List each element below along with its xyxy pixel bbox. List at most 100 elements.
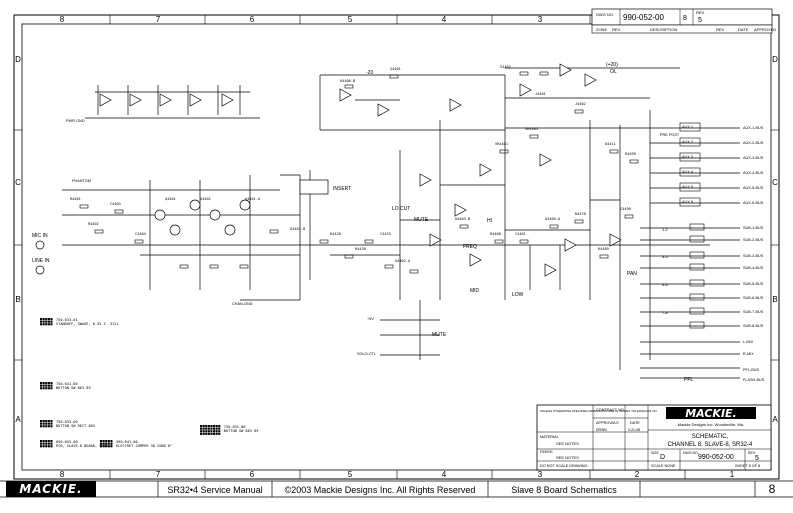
label-pfl-bus: PFL-BUS	[743, 368, 760, 372]
note-grid-cell	[47, 387, 50, 390]
rev-val: 5	[698, 17, 702, 24]
opamp-symbol	[564, 238, 577, 252]
note-grid-cell	[42, 420, 45, 423]
label-pwr-gnd: PWR-GND	[66, 119, 85, 123]
note-grid-cell	[110, 442, 113, 445]
resistor-symbol	[409, 269, 419, 274]
note-grid-cell	[202, 425, 205, 428]
aux-input-a5: AUX 5	[682, 185, 693, 189]
resistor-symbol	[519, 71, 529, 76]
note-grid-cell	[218, 425, 221, 428]
part-note-pn: 750-033-00	[56, 420, 78, 424]
zone-row-right-C: C	[772, 178, 778, 187]
note-grid-cell	[40, 442, 43, 445]
resistor-symbol	[79, 204, 89, 209]
note-grid-cell	[200, 425, 203, 428]
insert-jack	[299, 179, 329, 195]
note-grid-cell	[42, 382, 45, 385]
note-grid-cell	[45, 422, 48, 425]
note-grid-cell	[45, 425, 48, 428]
note-grid-cell	[42, 440, 45, 443]
note-grid-cell	[215, 425, 218, 428]
component-tag: U4403-B	[455, 217, 470, 221]
component-tag: C4403	[110, 202, 121, 206]
opamp-symbols	[99, 63, 622, 277]
tb-size-val: D	[660, 454, 665, 461]
note-grid-cell	[200, 427, 203, 430]
component-tag: Q4402	[200, 197, 211, 201]
note-grid-cell	[200, 432, 203, 435]
note-grid-cell	[207, 427, 210, 430]
component-tag: J4402	[575, 102, 586, 106]
note-grid-cell	[218, 427, 221, 430]
sheet-inner-border	[21, 23, 772, 471]
resistor-symbol	[179, 264, 189, 269]
part-note-pn: 050-053-00	[56, 440, 78, 444]
note-grid-cell	[200, 430, 203, 433]
component-tag: Q4401	[165, 197, 176, 201]
note-grid-cell	[40, 318, 43, 321]
note-grid-cell	[100, 440, 103, 443]
note-grid-cell	[50, 318, 53, 321]
note-grid-cell	[45, 382, 48, 385]
resistor-symbol	[319, 239, 329, 244]
tb-title-1: SCHEMATIC,	[692, 434, 729, 440]
zone-row-right-A: A	[772, 415, 778, 424]
resistor-symbol	[539, 71, 549, 76]
component-tag: R4402	[88, 222, 99, 226]
label-ol-val: (+20)	[606, 62, 618, 68]
note-grid-cell	[47, 318, 50, 321]
aux-input-a6: AUX 6	[682, 200, 693, 204]
component-tag: R4420	[330, 232, 341, 236]
line-in-jack	[35, 265, 45, 275]
aux-output-a1: AUX-1-BUS	[743, 126, 764, 130]
note-grid-cell	[110, 445, 113, 448]
rev-dwg-label: DWG NO.	[596, 12, 614, 17]
note-grid-cell	[50, 420, 53, 423]
part-note-pn: 590-041-00	[116, 440, 138, 444]
component-tag: R4489	[598, 247, 609, 251]
label-hi: HI	[487, 218, 492, 224]
note-grid-cell	[215, 430, 218, 433]
title-block: UNLESS OTHERWISE SPECIFIED DIMENSIONS AR…	[536, 404, 772, 471]
opamp-symbol	[129, 93, 142, 107]
resistor-symbol	[114, 209, 124, 214]
zone-col-bottom-8: 8	[60, 470, 65, 479]
sub-bus-box	[689, 307, 705, 315]
note-grid-cell	[40, 422, 43, 425]
mic-in-jack	[35, 240, 45, 250]
component-tag: J4401	[535, 92, 546, 96]
label-flash-bus: FLASH-BUS	[743, 378, 765, 382]
opamp-symbol	[479, 163, 492, 177]
resistor-symbol	[574, 109, 584, 114]
component-tag: C4461	[515, 232, 526, 236]
transistor-symbol	[209, 209, 221, 221]
note-grid-cell	[100, 445, 103, 448]
note-grid-cell	[42, 425, 45, 428]
tb-company-sub: Mackie Designs Inc. Woodinville, Wa.	[678, 422, 744, 427]
resistor-symbol	[519, 239, 529, 244]
revision-block: DWG NO. 990-052-00 8 REV 5 ZONE REV. DES…	[591, 8, 776, 34]
label-mid: MID	[470, 288, 480, 294]
resistor-symbol	[344, 254, 354, 259]
note-grid-cell	[40, 323, 43, 326]
resistor-symbol	[209, 264, 219, 269]
note-grid-cell	[50, 440, 53, 443]
label-minus20: -20	[366, 70, 373, 76]
note-grid-cell	[102, 445, 105, 448]
note-grid-cell	[45, 387, 48, 390]
opamp-symbol	[377, 103, 390, 117]
note-grid-cell	[50, 442, 53, 445]
note-grid-cell	[40, 382, 43, 385]
resistor-symbol	[609, 149, 619, 154]
note-grid-cell	[47, 382, 50, 385]
sub-output-s1: SUB-1-BUS	[743, 226, 764, 230]
component-tag: U4411	[605, 142, 616, 146]
